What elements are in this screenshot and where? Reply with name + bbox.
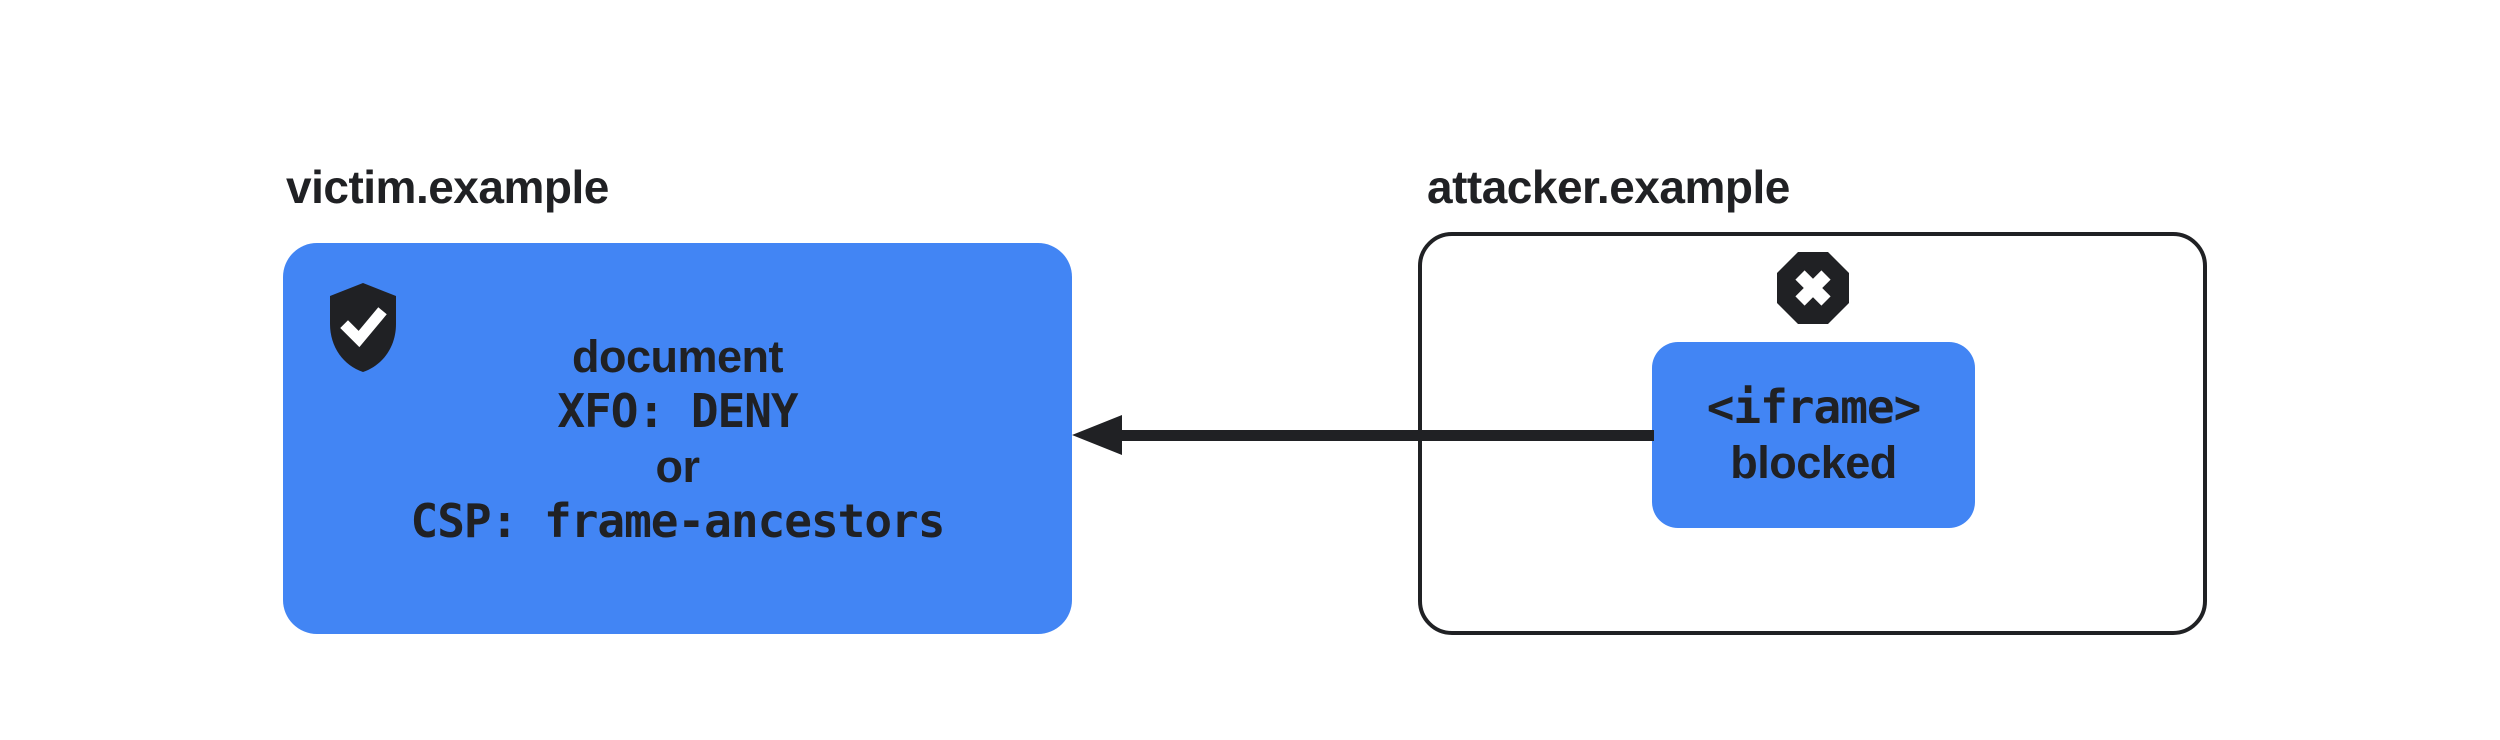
iframe-tag-line: <iframe> bbox=[1706, 380, 1922, 434]
victim-origin-label: victim.example bbox=[286, 161, 609, 213]
iframe-blocked-line: blocked bbox=[1730, 437, 1897, 488]
blocked-request-arrow-shaft bbox=[1118, 430, 1654, 441]
blocked-x-icon bbox=[1777, 252, 1849, 324]
victim-document-box: document XFO: DENY or CSP: frame-ancesto… bbox=[283, 243, 1072, 634]
iframe-blocked-box: <iframe> blocked bbox=[1652, 342, 1975, 528]
victim-box-text: document XFO: DENY or CSP: frame-ancesto… bbox=[410, 329, 946, 549]
victim-line-or: or bbox=[655, 440, 700, 492]
victim-line-csp-frame-ancestors: CSP: frame-ancestors bbox=[410, 493, 946, 548]
victim-line-xfo-deny: XFO: DENY bbox=[557, 383, 798, 438]
attacker-origin-label: attacker.example bbox=[1427, 161, 1790, 213]
shield-check-icon bbox=[330, 283, 396, 372]
arrow-left-icon bbox=[1072, 415, 1122, 455]
victim-line-document: document bbox=[571, 330, 784, 382]
